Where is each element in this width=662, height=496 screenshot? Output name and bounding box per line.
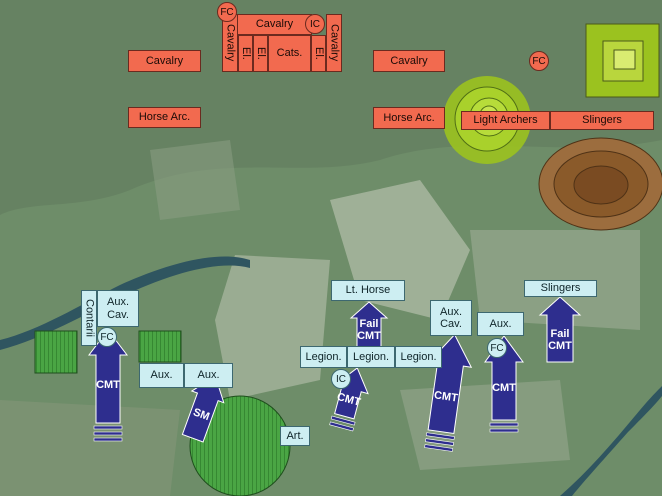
enemy-horse-archers-right: Horse Arc. [373, 107, 445, 129]
enemy-elephant-3: El. [311, 35, 326, 72]
cmt-arrow-1: CMT [87, 329, 129, 442]
sm-label: SM [191, 406, 211, 423]
enemy-light-archers: Light Archers [461, 111, 550, 130]
friendly-aux-cav-left: Aux. Cav. [97, 290, 139, 327]
friendly-fc-marker-left: FC [97, 327, 117, 347]
green-wood [189, 395, 291, 496]
enemy-fc-marker: FC [217, 2, 237, 22]
enemy-cavalry-top: Cavalry [237, 14, 312, 35]
enemy-horse-archers-left: Horse Arc. [128, 107, 201, 128]
friendly-legion-3: Legion. [395, 346, 442, 368]
enemy-elephant-1: El. [238, 35, 253, 72]
cmt-label: CMT [433, 389, 459, 404]
enemy-slingers: Slingers [550, 111, 654, 130]
friendly-artillery: Art. [280, 426, 310, 446]
friendly-aux-3: Aux. [477, 312, 524, 336]
friendly-aux-1: Aux. [139, 363, 184, 388]
enemy-cavalry-right: Cavalry [373, 50, 445, 72]
friendly-ic-marker: IC [331, 369, 351, 389]
river [560, 386, 662, 496]
enemy-ic-marker: IC [305, 14, 325, 34]
friendly-legion-1: Legion. [300, 346, 347, 368]
friendly-legion-2: Legion. [347, 346, 395, 368]
green-camp [138, 330, 182, 363]
enemy-cavalry-vertical-left: Cavalry [222, 14, 238, 72]
friendly-light-horse: Lt. Horse [331, 280, 405, 301]
enemy-fc-marker-right: FC [529, 51, 549, 71]
camp-square [613, 49, 636, 70]
field-patch [400, 380, 570, 470]
enemy-cavalry-vertical-right: Cavalry [326, 14, 342, 72]
cmt-label: CMT [492, 382, 516, 394]
enemy-cavalry-left: Cavalry [128, 50, 201, 72]
enemy-catapults: Cats. [268, 35, 311, 72]
friendly-contarii: Contarii [81, 290, 97, 346]
friendly-fc-marker-right: FC [487, 338, 507, 358]
field-patch [0, 400, 180, 496]
sm-arrow: SM [181, 375, 225, 443]
friendly-slingers: Slingers [524, 280, 597, 297]
cmt-label: CMT [96, 379, 120, 391]
friendly-aux-cav-right: Aux. Cav. [430, 300, 472, 336]
river [0, 256, 250, 350]
field-patch [150, 140, 240, 220]
green-camp [34, 330, 78, 374]
enemy-elephant-2: El. [253, 35, 268, 72]
brown-hill [573, 165, 629, 205]
friendly-aux-2: Aux. [184, 363, 233, 388]
